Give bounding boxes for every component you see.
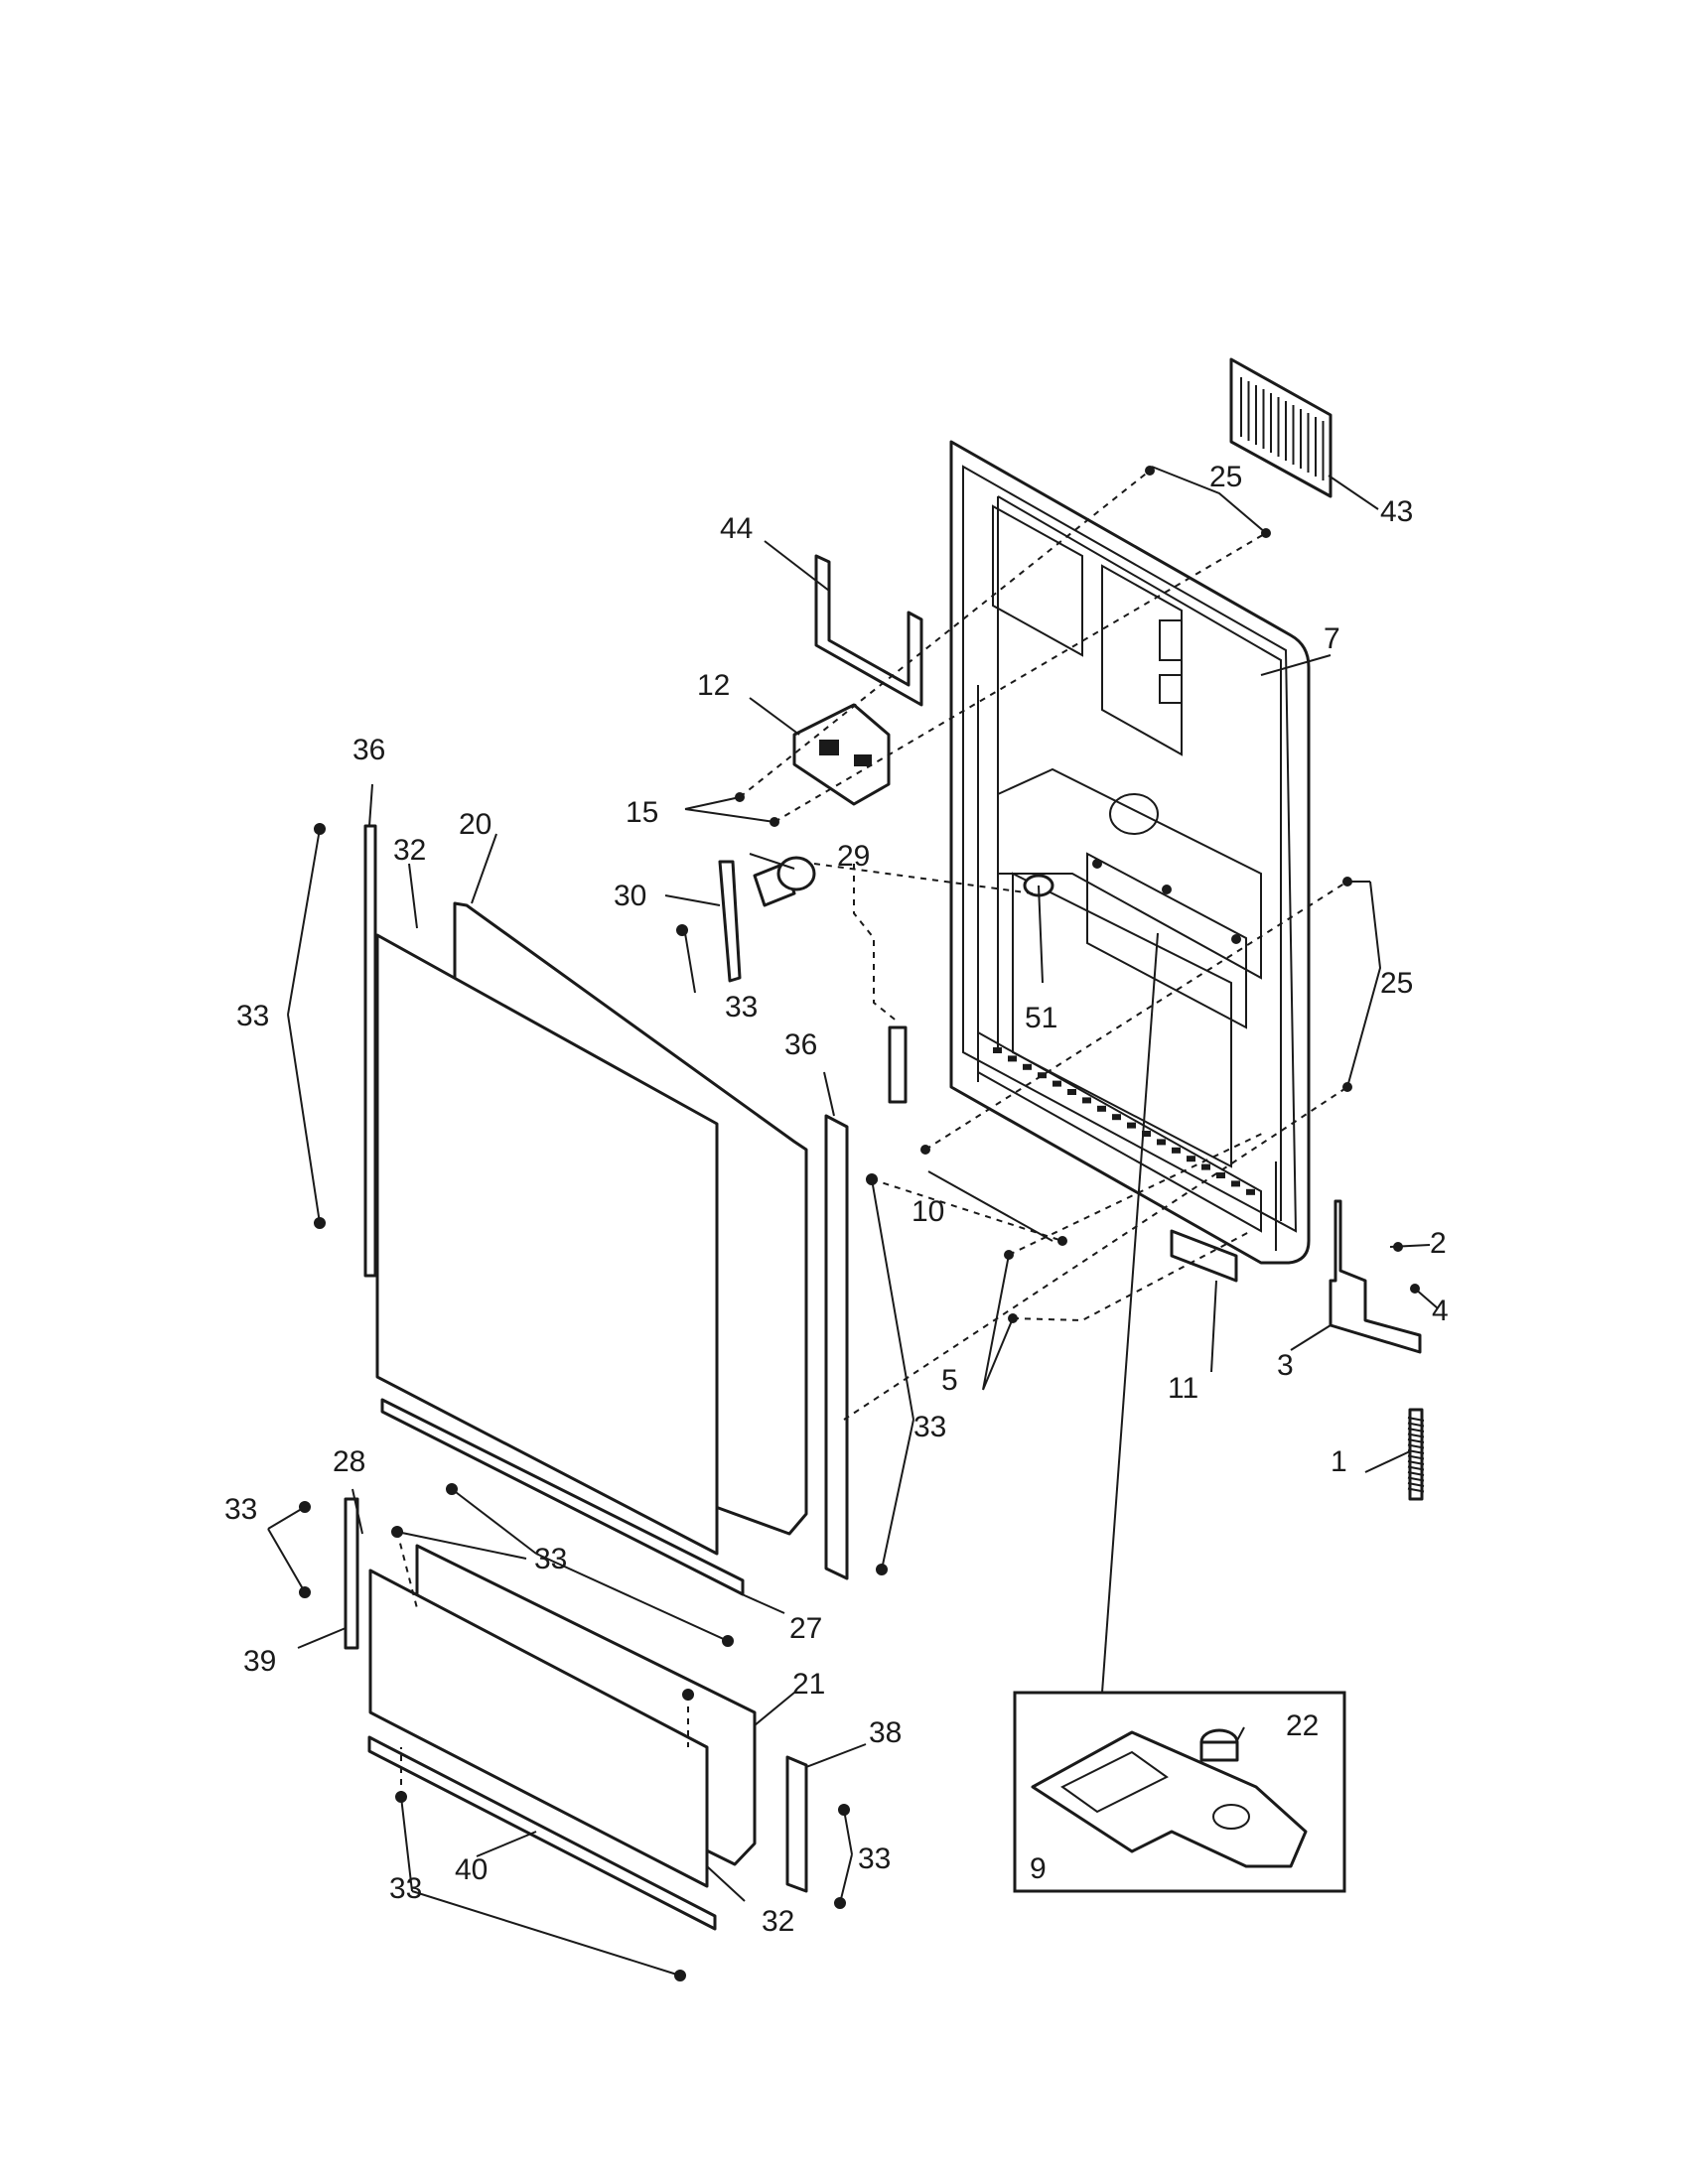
actuator-guide: [853, 864, 900, 1024]
callout-40: 40: [455, 1853, 488, 1886]
vent-slot: [1187, 1156, 1195, 1162]
vent-slot: [1231, 1180, 1240, 1187]
spring-coil: [1407, 1417, 1425, 1422]
callout-27: 27: [789, 1612, 822, 1645]
part-7-inner-door-panel: [949, 440, 1311, 1265]
callout-33e: 33: [534, 1543, 567, 1575]
callout-33g: 33: [389, 1872, 422, 1905]
part-36-right-trim: [824, 1114, 849, 1580]
part-spring-holder: [888, 1025, 908, 1104]
vent-slot: [1052, 1080, 1061, 1087]
vent-slot: [1082, 1097, 1091, 1104]
vent-slot: [1008, 1055, 1017, 1062]
vent-slot: [1201, 1163, 1210, 1170]
callout-36b: 36: [784, 1028, 817, 1061]
alignment-lines: [396, 470, 1348, 1797]
vent-slot: [1172, 1147, 1181, 1154]
spring-coil: [1407, 1471, 1425, 1476]
callout-3: 3: [1277, 1349, 1294, 1382]
vent-slot: [1127, 1122, 1136, 1129]
part-40-kick-rail: [367, 1735, 717, 1931]
vent-slot: [1023, 1063, 1032, 1070]
spring-coil: [1407, 1428, 1425, 1433]
callout-29: 29: [837, 840, 870, 873]
spring-coil: [1407, 1482, 1425, 1487]
callout-38: 38: [869, 1716, 902, 1749]
spring-coil: [1407, 1438, 1425, 1443]
callout-5: 5: [941, 1364, 958, 1397]
part-38-side-trim: [785, 1755, 808, 1893]
callout-2: 2: [1430, 1227, 1447, 1260]
callout-7: 7: [1324, 622, 1340, 655]
spring-coil: [1407, 1476, 1425, 1482]
callout-33f: 33: [858, 1843, 891, 1875]
spring-coil: [1407, 1449, 1425, 1454]
callout-44: 44: [720, 512, 753, 545]
callout-12: 12: [697, 669, 730, 702]
callout-22: 22: [1286, 1709, 1319, 1742]
part-36-left-trim: [363, 824, 377, 1278]
callout-33c: 33: [913, 1411, 946, 1443]
vent-slot: [1067, 1089, 1076, 1095]
callout-9: 9: [1030, 1852, 1047, 1885]
callout-21: 21: [792, 1668, 825, 1701]
part-43-vent-grille: [1229, 357, 1333, 498]
callout-28: 28: [333, 1445, 365, 1478]
spring-coil: [1407, 1443, 1425, 1449]
callout-43: 43: [1380, 495, 1413, 528]
callout-32a: 32: [393, 834, 426, 867]
callout-30: 30: [614, 880, 646, 912]
part-12-latch-assembly: [792, 703, 891, 806]
spring-coil: [1407, 1454, 1425, 1460]
part-1-spring: [1407, 1408, 1425, 1501]
callout-20: 20: [459, 808, 491, 841]
callout-33b: 33: [725, 991, 758, 1024]
part-32-outer-panel: [375, 933, 719, 1556]
callout-1: 1: [1331, 1445, 1347, 1478]
callouts: 1 2 3 4 5 7 9 10 11 12 15 20 21 22 25 25…: [224, 461, 1449, 1938]
vent-slot: [1216, 1172, 1225, 1178]
spring-coil: [1407, 1465, 1425, 1471]
spring-coil: [1407, 1487, 1425, 1493]
callout-36a: 36: [352, 734, 385, 766]
vent-slot: [1142, 1131, 1151, 1137]
callout-39: 39: [243, 1645, 276, 1678]
callout-51: 51: [1025, 1002, 1057, 1034]
part-29-knob: [753, 856, 816, 907]
callout-15: 15: [626, 796, 658, 829]
callout-33a: 33: [236, 1000, 269, 1032]
inset-part-9-dispenser: [1013, 1691, 1346, 1893]
callout-25b: 25: [1380, 967, 1413, 1000]
leader-lines: [267, 466, 1439, 1977]
part-39-side-trim: [344, 1497, 359, 1650]
vent-slot: [993, 1047, 1002, 1053]
part-30-bracket: [718, 860, 742, 983]
spring-coil: [1407, 1422, 1425, 1428]
vent-slot: [1097, 1105, 1106, 1112]
callout-11: 11: [1168, 1372, 1198, 1405]
part-2-3-hinge-bracket: [1329, 1199, 1422, 1354]
callout-33d: 33: [224, 1493, 257, 1526]
callout-32b: 32: [762, 1905, 794, 1938]
part-44-handle-frame: [814, 554, 923, 707]
part-32-kick-panel: [368, 1569, 709, 1888]
callout-4: 4: [1432, 1295, 1449, 1327]
callout-25a: 25: [1209, 461, 1242, 493]
screws: [299, 466, 1420, 1981]
vent-slot: [1112, 1114, 1121, 1121]
spring-coil: [1407, 1433, 1425, 1438]
spring-coil: [1407, 1460, 1425, 1465]
vent-slot: [1157, 1139, 1166, 1146]
callout-10: 10: [912, 1195, 944, 1228]
vent-slot: [1246, 1188, 1255, 1195]
vent-slot: [1038, 1072, 1047, 1079]
